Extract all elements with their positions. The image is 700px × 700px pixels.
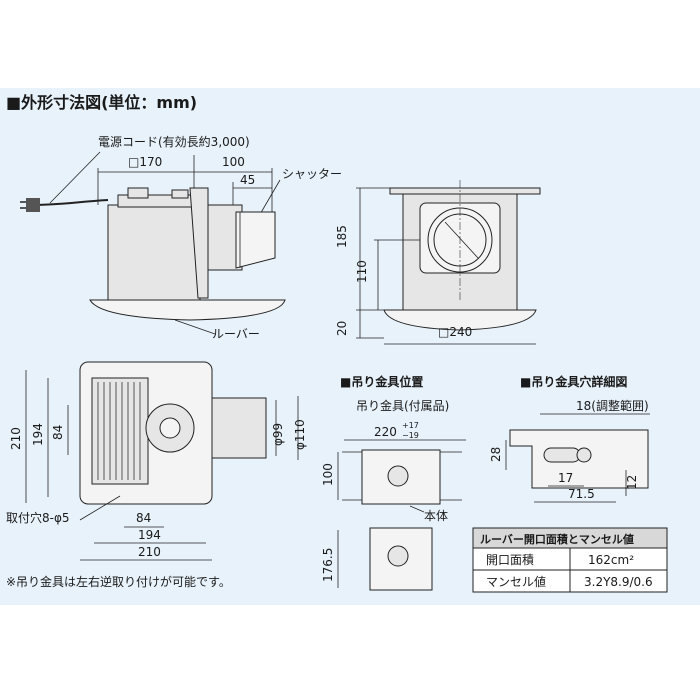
dim-185: 185 [335, 225, 349, 248]
opening-area-value: 162cm² [588, 553, 634, 567]
front-louver [383, 309, 537, 331]
dim-176-5: 176.5 [321, 548, 335, 582]
footnote: ※吊り金具は左右逆取り付けが可能です。 [6, 574, 231, 589]
dim-20: 20 [335, 321, 349, 336]
dim-220-tolerance-minus: −19 [402, 431, 419, 440]
bracket-position: ■吊り金具位置 吊り金具(付属品) 220 +17 −19 100 本体 176… [321, 374, 466, 591]
dim-220: 220 [374, 425, 397, 439]
bracket-hole-detail: ■吊り金具穴詳細図 18(調整範囲) 28 17 12 71.5 [489, 374, 650, 503]
spec-table-caption: ルーバー開口面積とマンセル値 [480, 532, 634, 546]
dim-square-170: □170 [128, 155, 162, 169]
louver [89, 299, 286, 321]
munsell-value: 3.2Y8.9/0.6 [584, 575, 653, 589]
louver-label: ルーバー [212, 327, 260, 341]
shutter-label: シャッター [282, 167, 342, 181]
dim-17: 17 [558, 471, 573, 485]
dim-210-horizontal: 210 [138, 545, 161, 559]
bracket-side [189, 187, 209, 299]
bracket-position-heading: ■吊り金具位置 [340, 374, 423, 389]
dim-square-240: □240 [438, 325, 472, 339]
dim-28: 28 [489, 447, 503, 462]
dim-phi110: φ110 [293, 419, 307, 450]
bracket-hole-heading: ■吊り金具穴詳細図 [520, 374, 627, 389]
dim-84-horizontal: 84 [136, 511, 151, 525]
power-cord [29, 199, 109, 206]
shutter [235, 211, 276, 269]
mounting-holes-label: 取付穴8-φ5 [6, 510, 70, 525]
body-label: 本体 [424, 509, 448, 523]
motor-grille [91, 377, 149, 485]
cord-plug [26, 198, 40, 212]
fan-body [107, 204, 201, 306]
dim-71-5: 71.5 [568, 487, 595, 501]
dim-220-tolerance-plus: +17 [402, 421, 419, 430]
dim-phi99: φ99 [271, 423, 285, 446]
adjust-slot [543, 447, 581, 463]
dim-45: 45 [240, 173, 255, 187]
dim-18: 18(調整範囲) [576, 398, 649, 413]
munsell-label: マンセル値 [486, 574, 546, 589]
dim-194-horizontal: 194 [138, 528, 161, 542]
page-title: ■外形寸法図(単位：mm) [6, 93, 197, 112]
front-view: 185 110 20 □240 [335, 180, 541, 345]
bracket-label: 吊り金具(付属品) [356, 398, 449, 413]
dim-210-vertical: 210 [9, 427, 23, 450]
dim-12: 12 [625, 475, 639, 490]
opening-area-label: 開口面積 [486, 552, 534, 567]
side-view: 電源コード(有効長約3,000) □170 100 45 シャッター ルーバー [20, 134, 342, 341]
drawing-sheet [0, 88, 700, 605]
dim-194-vertical: 194 [31, 423, 45, 446]
dim-100: 100 [222, 155, 245, 169]
dim-100-bracket: 100 [321, 463, 335, 486]
dim-110: 110 [355, 260, 369, 283]
bottom-duct [211, 397, 267, 459]
bottom-view: 210 194 84 φ99 φ110 取付穴8-φ5 84 194 210 [6, 361, 307, 561]
spec-table: ルーバー開口面積とマンセル値 開口面積 162cm² マンセル値 3.2Y8.9… [472, 527, 668, 593]
dim-84-vertical: 84 [51, 425, 65, 440]
cord-label: 電源コード(有効長約3,000) [98, 134, 250, 149]
